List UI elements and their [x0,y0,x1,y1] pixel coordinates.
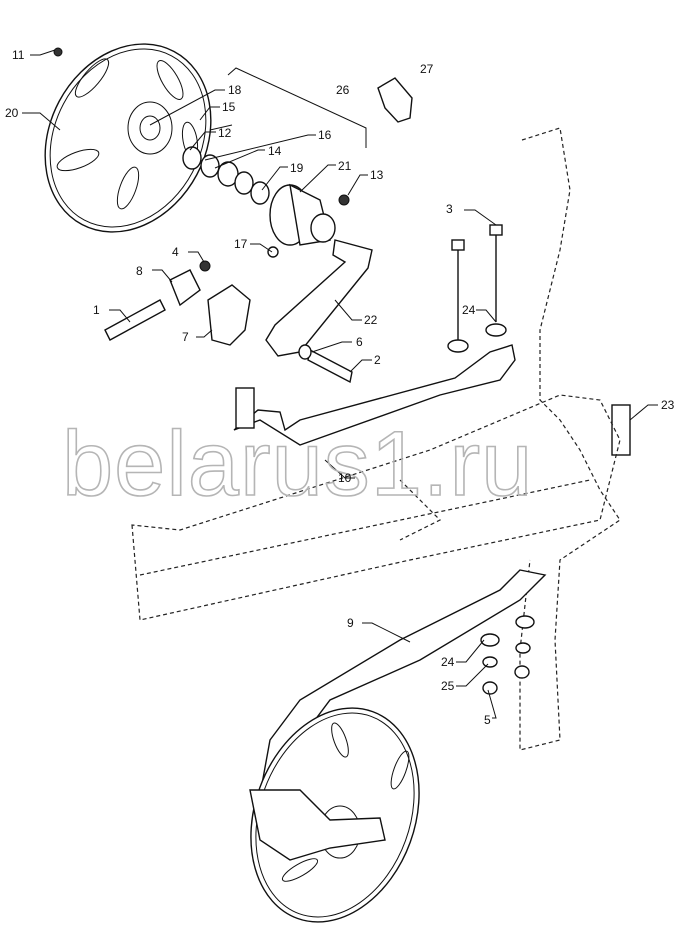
callout: 14 [268,144,282,158]
upper-arm [233,344,516,446]
callout: 10 [338,471,352,485]
leader-lines [22,49,658,719]
callout-labels: 11 20 18 15 12 14 16 26 27 19 21 13 17 4… [5,48,675,727]
callout: 4 [172,245,179,259]
callout: 19 [290,161,304,175]
callout: 8 [136,264,143,278]
callout: 2 [374,353,381,367]
callout: 5 [484,713,491,727]
lower-disc [250,707,420,923]
callout: 1 [93,303,100,317]
callout: 13 [370,168,384,182]
callout: 3 [446,202,453,216]
bearing-stack [182,124,270,205]
callout: 26 [336,83,350,97]
callout: 15 [222,100,236,114]
callout: 25 [441,679,455,693]
plug-27 [377,77,413,123]
callout: 20 [5,106,19,120]
crank-arm [265,239,373,357]
upper-disc [44,43,212,233]
callout: 17 [234,237,248,251]
tractor-frame [131,127,621,751]
callout: 18 [228,83,242,97]
hub [267,183,350,258]
callout: 21 [338,159,352,173]
callout: 23 [661,398,675,412]
callout: 24 [462,303,476,317]
callout: 11 [12,48,25,62]
callout: 24 [441,655,455,669]
callout: 12 [218,126,232,140]
callout: 16 [318,128,332,142]
callout: 6 [356,335,363,349]
watermark: belarus1.ru [62,413,533,515]
callout: 9 [347,616,354,630]
callout: 22 [364,313,378,327]
callout: 27 [420,62,434,76]
callout: 7 [182,330,189,344]
